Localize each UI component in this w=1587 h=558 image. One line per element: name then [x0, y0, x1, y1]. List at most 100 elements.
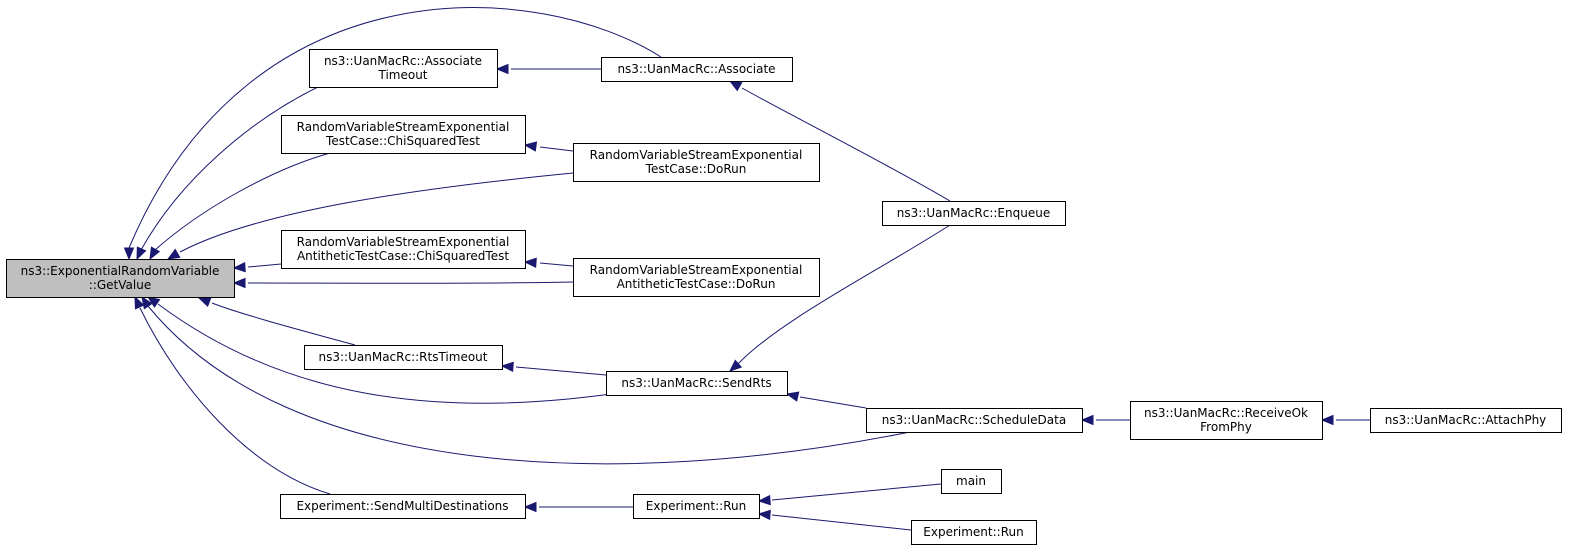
node-label-line: ns3::UanMacRc::ScheduleData	[882, 413, 1066, 427]
node-label-line: Experiment::Run	[646, 499, 746, 513]
edge-line	[154, 152, 331, 251]
arrowhead-icon	[232, 261, 246, 273]
arrowhead-icon	[500, 361, 514, 373]
edge-rtsTimeout-to-root	[197, 297, 356, 346]
arrowhead-icon	[729, 359, 743, 372]
edge-line	[539, 262, 574, 267]
node-label-line: Experiment::Run	[923, 525, 1023, 539]
node-box	[6, 259, 235, 298]
edge-expRun1-to-sendMulti	[523, 501, 633, 513]
edge-line	[157, 303, 619, 404]
node-box	[573, 258, 820, 297]
edge-line	[211, 302, 356, 346]
edge-scheduleData-to-sendRts	[785, 391, 867, 409]
node-box	[280, 494, 526, 519]
node-box	[606, 371, 788, 396]
edge-sendRts-to-enqueue	[729, 224, 951, 372]
node-box	[941, 469, 1002, 494]
edge-antiDoRun-to-antiChiSq	[523, 257, 574, 268]
node-main[interactable]: main	[941, 469, 1002, 494]
node-box	[1370, 408, 1562, 433]
node-label-line: Experiment::SendMultiDestinations	[296, 499, 508, 513]
edge-chiSq-to-root	[149, 152, 331, 261]
arrowhead-icon	[1320, 414, 1334, 426]
edge-expRun2-to-expRun1	[757, 509, 912, 531]
node-doRun[interactable]: RandomVariableStreamExponentialTestCase:…	[573, 143, 820, 182]
arrowhead-icon	[523, 141, 538, 152]
node-label-line: FromPhy	[1200, 420, 1252, 434]
edge-line	[771, 483, 942, 501]
node-root[interactable]: ns3::ExponentialRandomVariable::GetValue	[6, 259, 235, 298]
node-box	[633, 494, 760, 519]
node-sendRts[interactable]: ns3::UanMacRc::SendRts	[606, 371, 788, 396]
arrowhead-icon	[523, 501, 537, 513]
edge-antiChiSq-to-root	[232, 261, 282, 273]
node-expRun2[interactable]: Experiment::Run	[911, 520, 1037, 545]
node-label-line: TestCase::ChiSquaredTest	[325, 134, 480, 148]
node-label-line: ns3::UanMacRc::Associate	[617, 62, 775, 76]
node-label-line: ns3::UanMacRc::AttachPhy	[1385, 413, 1547, 427]
edges-layer	[123, 7, 1370, 531]
node-box	[601, 57, 793, 82]
node-attachPhy[interactable]: ns3::UanMacRc::AttachPhy	[1370, 408, 1562, 433]
edge-receiveOk-to-scheduleData	[1080, 414, 1130, 426]
node-antiDoRun[interactable]: RandomVariableStreamExponentialAntitheti…	[573, 258, 820, 297]
node-label-line: main	[956, 474, 986, 488]
node-label-line: RandomVariableStreamExponential	[297, 235, 510, 249]
node-associate[interactable]: ns3::UanMacRc::Associate	[601, 57, 793, 82]
node-label-line: RandomVariableStreamExponential	[297, 120, 510, 134]
node-box	[304, 345, 503, 370]
node-enqueue[interactable]: ns3::UanMacRc::Enqueue	[882, 201, 1066, 226]
node-label-line: ns3::UanMacRc::RtsTimeout	[319, 350, 488, 364]
edge-antiDoRun-to-root	[232, 277, 574, 289]
edge-associate-to-assocTimeout	[495, 63, 601, 75]
node-label-line: ns3::UanMacRc::SendRts	[621, 376, 771, 390]
node-antiChiSq[interactable]: RandomVariableStreamExponentialAntitheti…	[281, 230, 526, 269]
node-chiSq[interactable]: RandomVariableStreamExponentialTestCase:…	[281, 115, 526, 154]
edge-sendRts-to-root	[146, 296, 619, 404]
arrowhead-icon	[123, 247, 135, 261]
edge-line	[515, 366, 607, 376]
node-label-line: ::GetValue	[89, 278, 151, 292]
edge-scheduleData-to-root	[141, 295, 911, 465]
node-label-line: ns3::ExponentialRandomVariable	[21, 264, 220, 278]
arrowhead-icon	[785, 391, 800, 402]
edge-doRun-to-chiSq	[523, 141, 574, 152]
node-box	[281, 230, 526, 269]
edge-enqueue-to-associate	[728, 80, 951, 202]
node-box	[1130, 401, 1323, 440]
edge-line	[139, 307, 331, 495]
arrowhead-icon	[728, 80, 743, 92]
edge-attachPhy-to-receiveOk	[1320, 414, 1370, 426]
edge-line	[147, 305, 911, 465]
arrowhead-icon	[197, 297, 212, 308]
edge-line	[247, 263, 282, 268]
node-scheduleData[interactable]: ns3::UanMacRc::ScheduleData	[866, 408, 1083, 433]
node-label-line: ns3::UanMacRc::Associate	[324, 54, 482, 68]
node-rtsTimeout[interactable]: ns3::UanMacRc::RtsTimeout	[304, 345, 503, 370]
arrowhead-icon	[149, 246, 161, 261]
node-sendMulti[interactable]: Experiment::SendMultiDestinations	[280, 494, 526, 519]
edge-line	[247, 281, 574, 284]
arrowhead-icon	[136, 246, 147, 261]
edge-line	[799, 396, 867, 409]
edge-line	[741, 87, 951, 202]
arrowhead-icon	[757, 494, 771, 506]
arrowhead-icon	[232, 277, 246, 289]
node-box	[281, 115, 526, 154]
edge-associate-to-root	[123, 7, 662, 261]
arrowhead-icon	[134, 295, 145, 310]
arrowhead-icon	[1080, 414, 1094, 426]
node-label-line: ns3::UanMacRc::Enqueue	[897, 206, 1050, 220]
node-label-line: AntitheticTestCase::ChiSquaredTest	[297, 249, 509, 263]
node-label-line: ns3::UanMacRc::ReceiveOk	[1144, 406, 1308, 420]
edge-line	[140, 85, 321, 251]
arrowhead-icon	[495, 63, 509, 75]
edge-line	[128, 7, 662, 249]
node-expRun1[interactable]: Experiment::Run	[633, 494, 760, 519]
arrowhead-icon	[757, 509, 771, 521]
edge-line	[771, 514, 912, 531]
edge-assocTimeout-to-root	[136, 85, 321, 261]
